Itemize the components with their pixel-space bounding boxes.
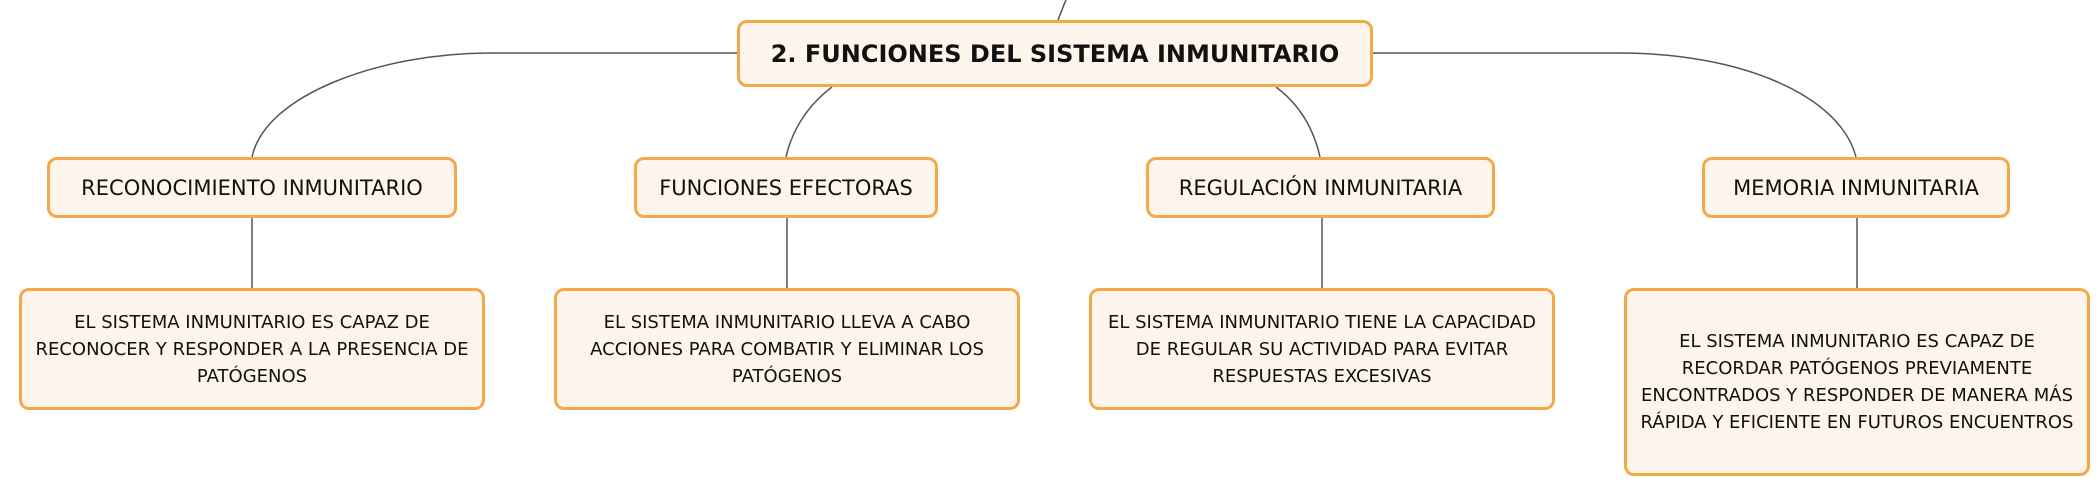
branch-memoria-inmunitaria[interactable]: MEMORIA INMUNITARIA: [1702, 157, 2010, 218]
detail-funciones-efectoras[interactable]: EL SISTEMA INMUNITARIO LLEVA A CABO ACCI…: [554, 288, 1020, 410]
connector-root-to-memoria: [1373, 52, 1857, 158]
branch-funciones-efectoras[interactable]: FUNCIONES EFECTORAS: [634, 157, 938, 218]
detail-text: EL SISTEMA INMUNITARIO LLEVA A CABO ACCI…: [590, 311, 984, 387]
branch-label: RECONOCIMIENTO INMUNITARIO: [81, 175, 423, 200]
connector-root-to-regulacion: [1275, 86, 1321, 158]
root-topic[interactable]: 2. FUNCIONES DEL SISTEMA INMUNITARIO: [737, 20, 1373, 87]
branch-regulacion-inmunitaria[interactable]: REGULACIÓN INMUNITARIA: [1146, 157, 1495, 218]
branch-reconocimiento-inmunitario[interactable]: RECONOCIMIENTO INMUNITARIO: [47, 157, 457, 218]
detail-regulacion-inmunitaria[interactable]: EL SISTEMA INMUNITARIO TIENE LA CAPACIDA…: [1089, 288, 1555, 410]
branch-label: FUNCIONES EFECTORAS: [659, 175, 913, 200]
detail-reconocimiento-inmunitario[interactable]: EL SISTEMA INMUNITARIO ES CAPAZ DE RECON…: [19, 288, 485, 410]
detail-text: EL SISTEMA INMUNITARIO ES CAPAZ DE RECOR…: [1640, 331, 2074, 433]
root-topic-label: 2. FUNCIONES DEL SISTEMA INMUNITARIO: [770, 39, 1340, 68]
branch-label: REGULACIÓN INMUNITARIA: [1178, 175, 1463, 200]
branch-label: MEMORIA INMUNITARIA: [1733, 175, 1979, 200]
connector-root-parent: [1057, 0, 1067, 21]
connector-root-to-efectoras: [785, 86, 833, 158]
detail-text: EL SISTEMA INMUNITARIO TIENE LA CAPACIDA…: [1108, 311, 1536, 387]
detail-memoria-inmunitaria[interactable]: EL SISTEMA INMUNITARIO ES CAPAZ DE RECOR…: [1624, 288, 2090, 476]
detail-text: EL SISTEMA INMUNITARIO ES CAPAZ DE RECON…: [35, 311, 469, 387]
connector-root-to-reconocimiento: [251, 52, 737, 158]
